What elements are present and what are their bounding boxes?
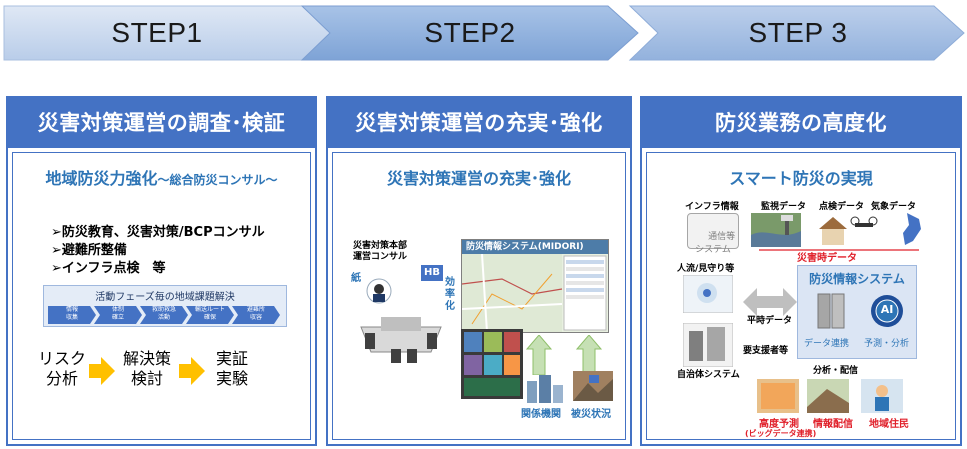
buildings-icon	[527, 375, 563, 403]
step3-label: STEP 3	[748, 17, 848, 48]
panel-step3: 防災業務の高度化 スマート防災の実現 インフラ情報 通信等 システム 監視データ…	[640, 96, 962, 446]
flow-solution: 解決策 検討	[122, 349, 171, 388]
support-people-icon	[683, 323, 733, 367]
system-title-bar: 防災情報システム(MIDORI)	[462, 240, 608, 254]
residents-label: 地域住民	[869, 419, 909, 430]
damage-label: 被災状況	[571, 409, 611, 420]
comm-system-box: 通信等 システム	[687, 213, 739, 255]
panel1-subtitle-small: ～総合防災コンサル～	[157, 173, 278, 187]
system-title-p3: 防災情報システム	[809, 272, 905, 286]
step2-chevron	[300, 5, 639, 61]
upload-arrows-icon	[525, 335, 603, 375]
paper-label: 紙	[351, 273, 361, 284]
panel-step1: 災害対策運営の調査･検証 地域防災力強化～総合防災コンサル～ ➢防災教育、災害対…	[6, 96, 317, 446]
flow-arrow-2-icon	[179, 357, 205, 385]
phase-step-2: 体制 確立	[111, 306, 124, 321]
bigdata-label: (ビッグデータ連携)	[745, 429, 817, 438]
delivery-label: 情報配信	[813, 419, 853, 430]
disaster-data-line	[759, 249, 919, 251]
monitor-label: 監視データ	[761, 202, 807, 212]
inspect-label: 点検データ	[819, 202, 865, 212]
ai-icon	[871, 295, 903, 327]
hq-label: 災害対策本部 運営コンサル	[353, 241, 408, 262]
analysis-label: 分析・配信	[813, 366, 859, 376]
step1-banner: STEP1	[2, 4, 334, 62]
step2-label: STEP2	[424, 17, 516, 48]
panel1-bullet-2: ➢避難所整備	[51, 243, 127, 258]
phase-bar-title: 活動フェーズ毎の地域課題解決	[95, 292, 235, 303]
disaster-info-system-box: 防災情報システム AI データ連携 予測・分析	[797, 265, 917, 359]
hq-meeting-illustration	[360, 278, 442, 363]
panel1-subtitle: 地域防災力強化～総合防災コンサル～	[13, 165, 310, 189]
predict-label: 予測・分析	[864, 339, 910, 349]
step2-banner: STEP2	[300, 4, 640, 62]
data-link-label: データ連携	[804, 339, 850, 349]
monitor-camera-icon	[751, 213, 801, 247]
system-screen: 防災情報システム(MIDORI)	[461, 239, 609, 333]
panel2-title: 災害対策運営の充実･強化	[328, 98, 630, 148]
people-flow-icon	[683, 275, 733, 313]
step3-chevron	[628, 5, 965, 61]
ai-label: AI	[880, 303, 894, 316]
hb-badge: HB	[421, 265, 443, 281]
flow-risk-analysis: リスク 分析	[37, 349, 86, 388]
flow-experiment: 実証 実験	[215, 349, 248, 388]
weather-label: 気象データ	[871, 202, 917, 212]
weather-map-icon	[903, 213, 921, 245]
municipal-label: 自治体システム	[677, 370, 740, 380]
system-map-icon	[462, 254, 607, 332]
inspection-drone-icon	[819, 216, 878, 245]
infra-label: インフラ情報	[685, 202, 739, 212]
panel1-inner: 地域防災力強化～総合防災コンサル～ ➢防災教育、災害対策/BCPコンサル ➢避難…	[12, 152, 311, 440]
comm-system-label: 通信等 システム	[695, 232, 736, 255]
phase-step-4: 輸送ルート 確保	[194, 306, 225, 321]
efficiency-label: 効率化	[445, 277, 457, 313]
system-title: 防災情報システム(MIDORI)	[466, 242, 584, 252]
hb-label: HB	[424, 267, 440, 278]
panel1-subtitle-main: 地域防災力強化	[45, 169, 158, 188]
panel3-title: 防災業務の高度化	[642, 98, 960, 148]
phase-bar: 活動フェーズ毎の地域課題解決 情報 収集 体制 確立 救助救急 活動 輸送ルート…	[43, 285, 287, 327]
panel2-subtitle: 災害対策運営の充実･強化	[386, 169, 571, 188]
panel-step2: 災害対策運営の充実･強化 災害対策運営の充実･強化 災害対策本部 運営コンサル …	[326, 96, 632, 446]
people-label: 人流/見守り等	[677, 264, 735, 274]
dashboard-screen-icon	[461, 329, 523, 399]
bidirectional-arrow-icon	[743, 288, 797, 316]
panel1-title: 災害対策運営の調査･検証	[8, 98, 315, 148]
flow-arrow-1-icon	[89, 357, 115, 385]
normal-data-label: 平時データ	[747, 316, 793, 326]
panel2-inner: 災害対策運営の充実･強化 災害対策本部 運営コンサル 紙 HB 効率化 防災情報…	[332, 152, 626, 440]
panel3-inner: スマート防災の実現 インフラ情報 通信等 システム 監視データ 点検データ 気象…	[646, 152, 956, 440]
org-label: 関係機関	[521, 409, 561, 420]
phase-arrows	[48, 306, 280, 324]
step1-label: STEP1	[111, 17, 203, 48]
server-icon	[817, 293, 845, 329]
phase-step-5: 避難所 収容	[246, 306, 265, 321]
phase-step-1: 情報 収集	[65, 306, 78, 321]
support-label: 要支援者等	[743, 346, 789, 356]
step3-banner: STEP 3	[628, 4, 966, 62]
phase-step-3: 救助救急 活動	[151, 306, 176, 321]
efficiency-text: 効率化	[445, 277, 455, 312]
output-images	[757, 379, 903, 413]
panel1-bullet-3: ➢インフラ点検 等	[51, 261, 166, 276]
panel1-bullet-1: ➢防災教育、災害対策/BCPコンサル	[51, 225, 265, 240]
damage-photo-icon	[573, 371, 613, 401]
advanced-predict-label: 高度予測	[759, 419, 799, 430]
panel3-subtitle: スマート防災の実現	[729, 169, 873, 188]
disaster-data-label: 災害時データ	[797, 253, 857, 264]
